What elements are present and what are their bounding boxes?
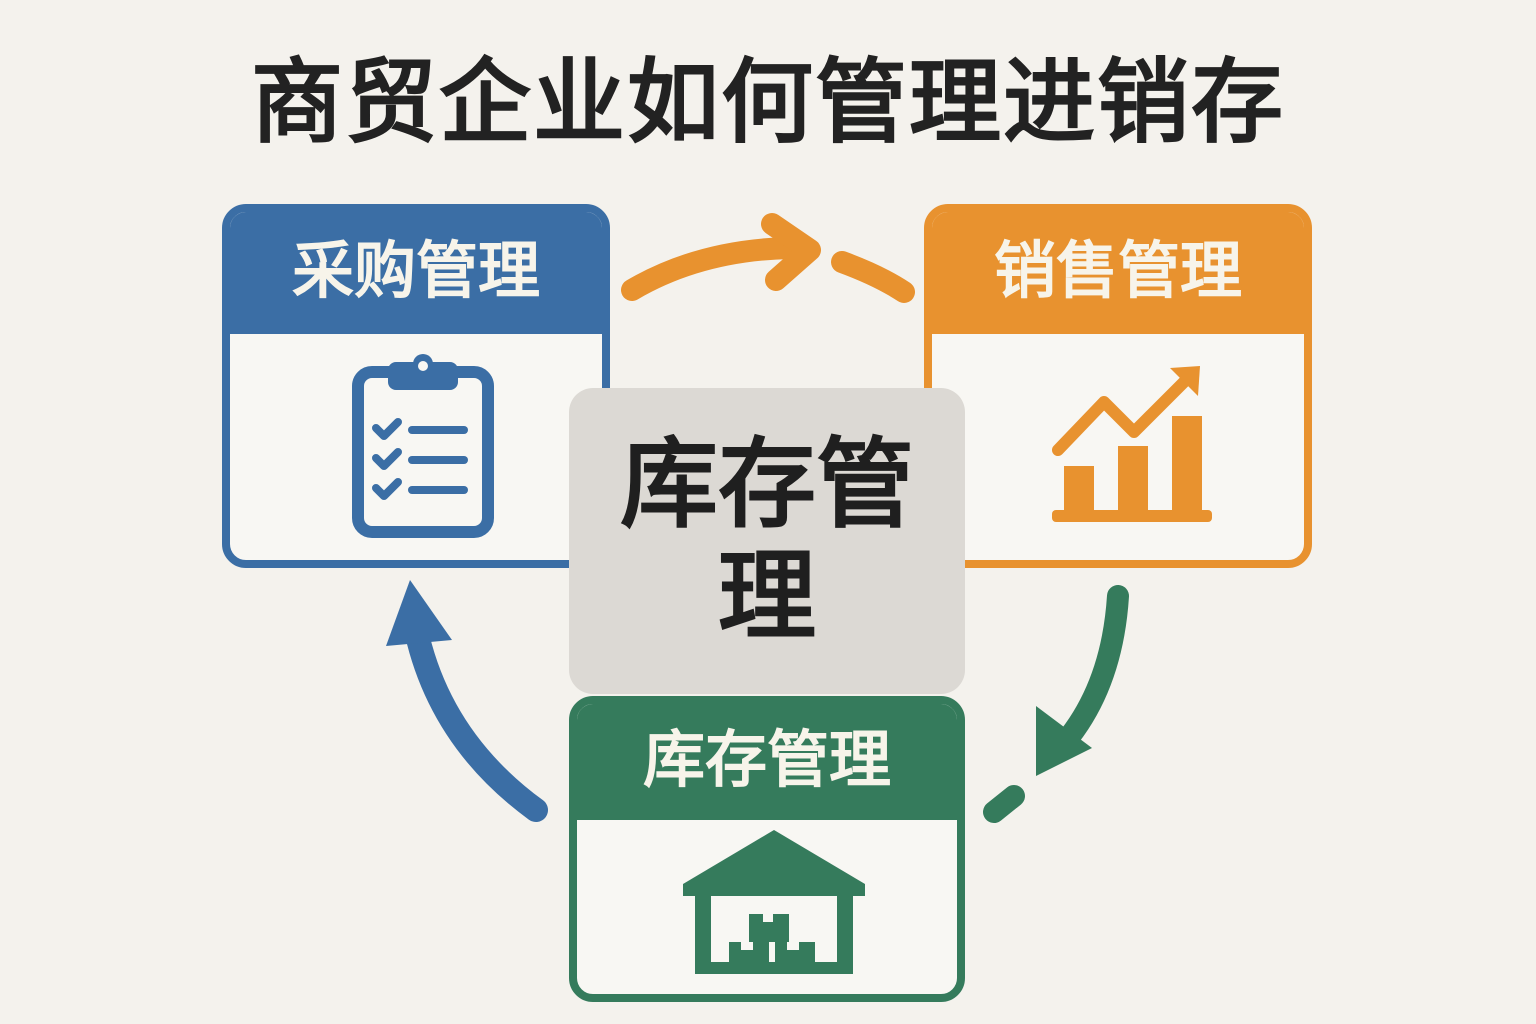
page-title: 商贸企业如何管理进销存 <box>250 49 1285 156</box>
clipboard-checklist-icon <box>352 354 494 538</box>
growth-chart-icon <box>1052 366 1212 522</box>
arrow-inventory-to-purchase <box>386 580 548 822</box>
arrow-sales-to-inventory <box>983 585 1129 823</box>
sales-node-label: 销售管理 <box>932 212 1304 334</box>
warehouse-icon <box>683 830 865 974</box>
arrow-purchase-to-sales <box>621 213 915 303</box>
center-inventory-node: 库存管理 <box>569 388 965 694</box>
purchase-node: 采购管理 <box>222 204 610 568</box>
center-node-label: 库存管理 <box>619 428 914 654</box>
inventory-node-label: 库存管理 <box>577 704 957 820</box>
purchase-node-label: 采购管理 <box>230 212 602 334</box>
inventory-node: 库存管理 <box>569 696 965 1002</box>
sales-node: 销售管理 <box>924 204 1312 568</box>
